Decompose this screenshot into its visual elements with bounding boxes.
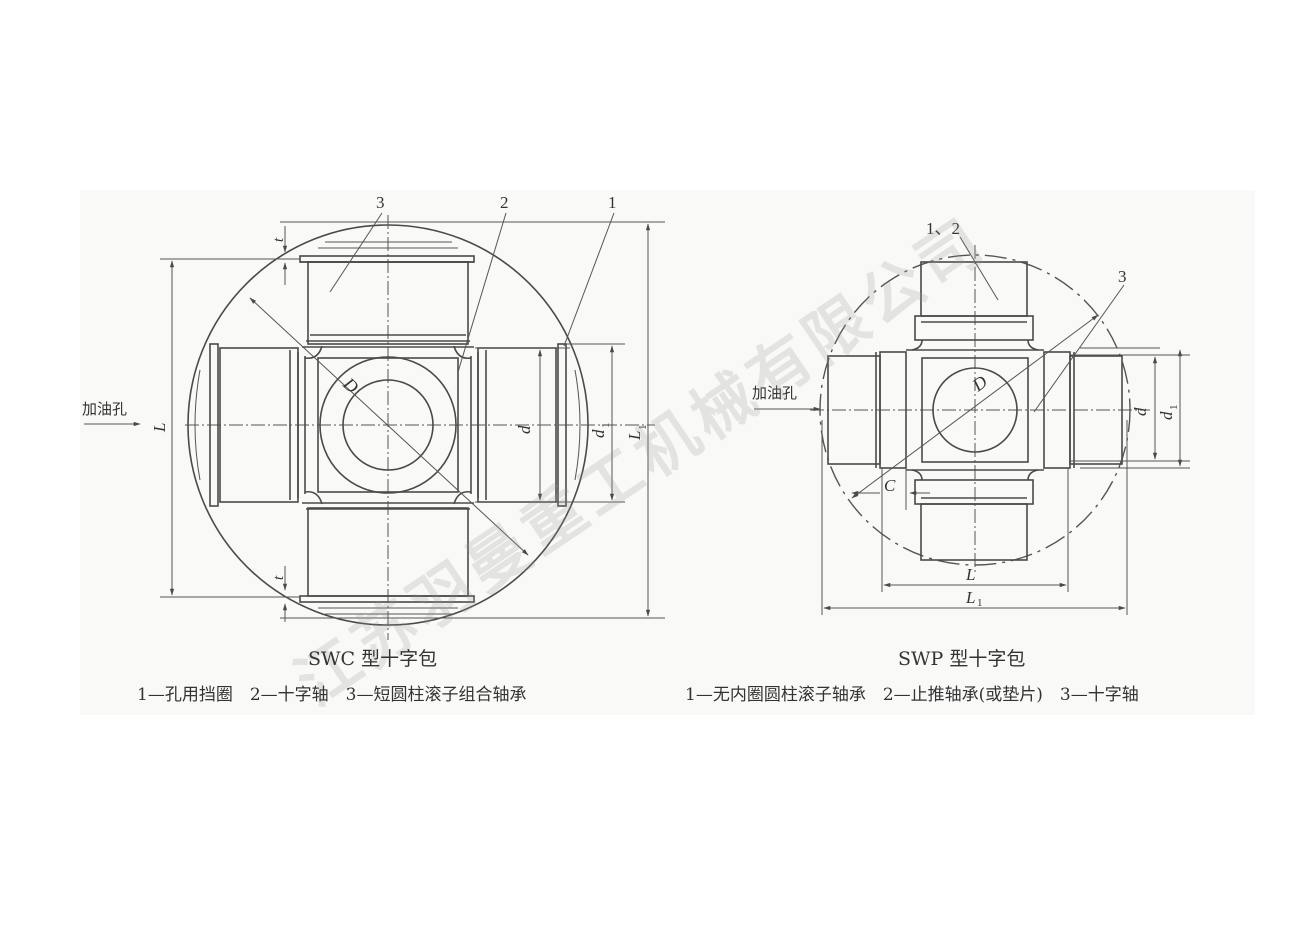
svg-text:1: 1: [977, 597, 983, 609]
svg-text:1: 1: [1168, 405, 1180, 411]
svg-text:1: 1: [637, 425, 649, 431]
svg-text:d: d: [1131, 407, 1150, 416]
svg-text:L: L: [150, 423, 169, 433]
svg-text:加油孔: 加油孔: [752, 384, 797, 402]
svg-text:C: C: [884, 476, 896, 495]
svg-text:d: d: [589, 429, 608, 438]
svg-text:3: 3: [1118, 267, 1127, 286]
swc-figure-title: SWC 型十字包: [308, 648, 438, 670]
svg-text:L: L: [965, 588, 975, 607]
svg-text:1、2: 1、2: [926, 219, 960, 238]
svg-text:t: t: [271, 575, 287, 580]
svg-text:D: D: [339, 373, 363, 397]
svg-text:d: d: [515, 425, 534, 434]
svg-text:1: 1: [608, 193, 617, 212]
swp-figure-title: SWP 型十字包: [898, 648, 1026, 670]
swc-legend: 1—孔用挡圈 2—十字轴 3—短圆柱滚子组合轴承: [137, 685, 527, 705]
svg-text:3: 3: [376, 193, 385, 212]
svg-text:d: d: [1157, 411, 1176, 420]
svg-text:1: 1: [600, 423, 612, 429]
swp-legend: 1—无内圈圆柱滚子轴承 2—止推轴承(或垫片) 3—十字轴: [685, 685, 1139, 705]
svg-text:D: D: [968, 371, 991, 395]
svg-text:L: L: [625, 431, 644, 441]
swc-cross-assembly: D 3 2 1 L 1 d d 1: [82, 193, 665, 640]
svg-text:L: L: [965, 565, 975, 584]
swp-cross-assembly: D 1、2 3 d d 1 C L: [752, 219, 1190, 615]
svg-text:加油孔: 加油孔: [82, 400, 127, 418]
svg-text:2: 2: [500, 193, 509, 212]
svg-text:t: t: [271, 237, 287, 242]
